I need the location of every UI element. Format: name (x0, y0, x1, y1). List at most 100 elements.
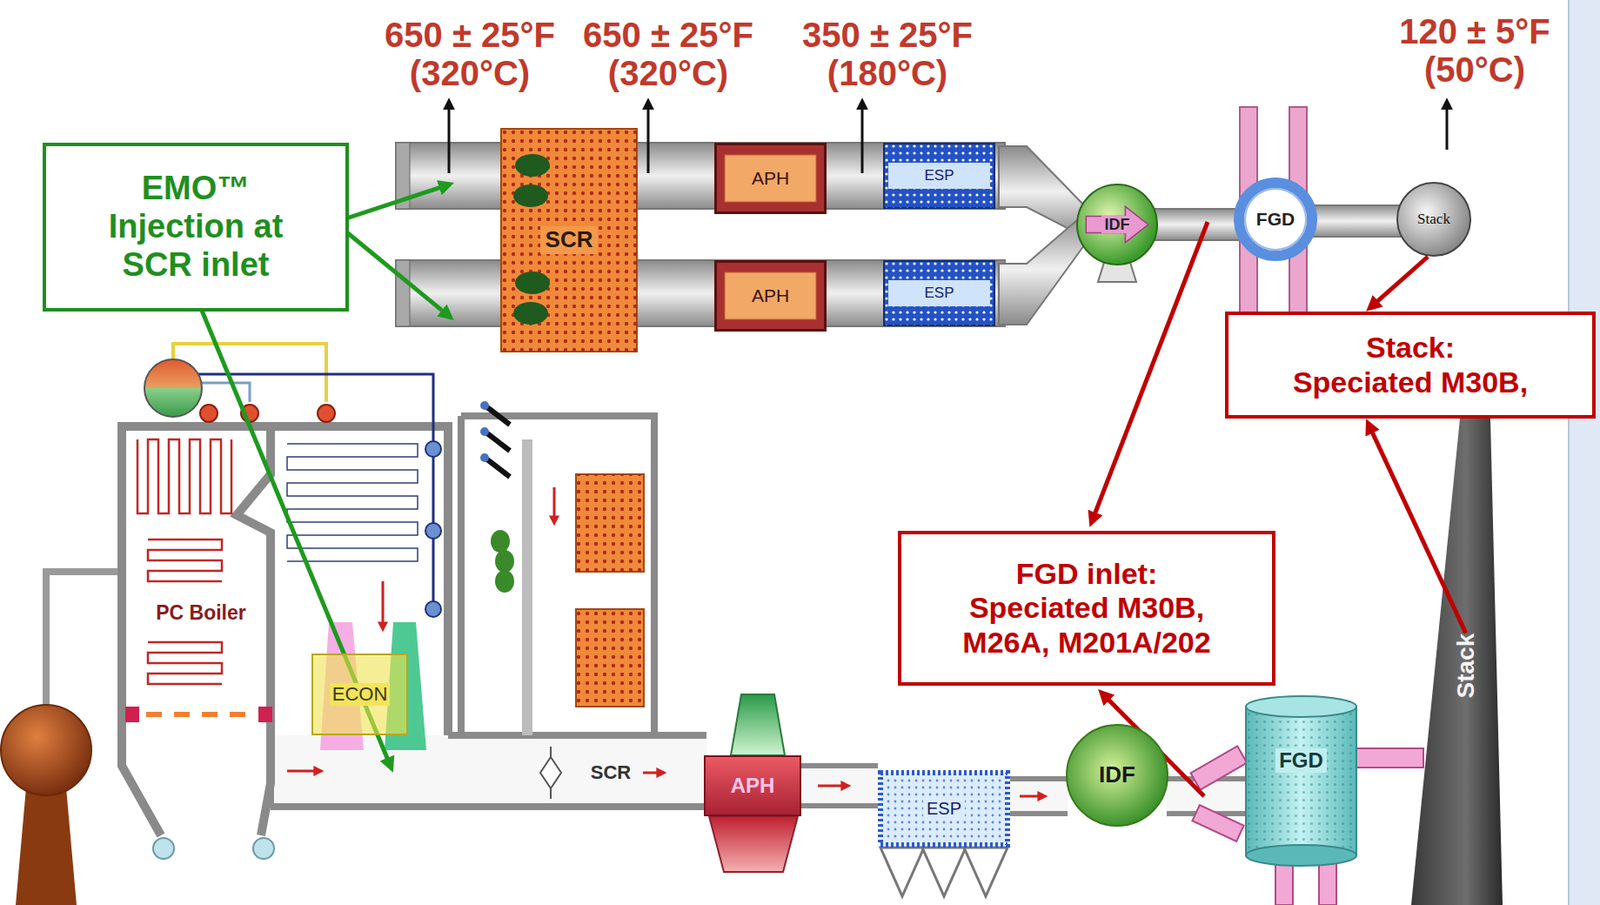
flue-duct (1150, 208, 1241, 241)
precipitator: ESP (883, 260, 996, 327)
scrubber-circle: FGD (1232, 176, 1319, 262)
pipe (1353, 748, 1424, 768)
precipitator-dots (886, 778, 1002, 839)
node-text: ESP (911, 165, 966, 187)
air-preheater: APH (703, 755, 802, 817)
sample-arrow (861, 106, 864, 174)
economizer-tubes (287, 443, 418, 562)
sample-arrow (647, 106, 650, 174)
leader-arrow (343, 229, 446, 314)
lance-port (480, 453, 489, 462)
mill-stand (15, 787, 77, 905)
burner (125, 706, 140, 723)
node-text: SCR (540, 226, 599, 255)
preheater-body (716, 144, 826, 214)
mixer (515, 271, 550, 295)
tower-body (1245, 706, 1357, 856)
tower-top (1245, 696, 1357, 717)
precipitator-band (888, 162, 991, 189)
steam-drum (144, 359, 202, 417)
node-text: Speciated M30B, M26A, M201A/202 (947, 590, 1226, 659)
node-text: ECON (329, 682, 391, 705)
precipitator-band (888, 280, 991, 307)
callout-box: Stack:Speciated M30B, (1225, 311, 1596, 419)
node-text: APH (730, 773, 776, 798)
tower-dots (1245, 706, 1357, 856)
chimney (1411, 418, 1503, 905)
page-band-edge (1567, 0, 1570, 905)
chimney-label-area: Stack (1452, 633, 1480, 699)
node-text: EMO™ Injection at SCR inlet (87, 169, 305, 284)
fan-housing (1066, 724, 1168, 826)
backpass-wall (443, 426, 453, 736)
node-text: IDF (1101, 215, 1134, 235)
flue-duct-wall (801, 765, 878, 806)
lance-port (480, 427, 489, 436)
lance-port (480, 401, 489, 410)
fan-housing (1077, 184, 1158, 265)
scr-divider (522, 439, 533, 736)
furnace-wall (236, 430, 271, 836)
air-preheater: APH (714, 260, 827, 332)
flow-arrow (381, 581, 385, 625)
callout-box: EMO™ Injection at SCR inlet (42, 142, 349, 312)
node-text: Stack: (1365, 330, 1455, 365)
node-text: FGD inlet: (1016, 556, 1158, 591)
catalyst-layer (575, 474, 644, 572)
ash-hopper (880, 847, 924, 897)
boiler-label-area: PC Boiler (141, 596, 261, 629)
node-text: APH (734, 281, 807, 310)
damper (540, 756, 562, 789)
furnace-wall (121, 426, 161, 836)
boiler-roof (117, 421, 453, 431)
header (317, 404, 335, 422)
superheater-coil (137, 439, 232, 514)
precipitator-body (883, 143, 995, 208)
scrubber-inner (1245, 188, 1306, 250)
flue-duct (395, 260, 1005, 327)
catalyst-layer (575, 609, 644, 707)
coal-pipe (46, 571, 121, 707)
duct-label: SCR (578, 762, 643, 784)
temperature-label: 650 ± 25°F (320°C) (374, 15, 566, 93)
page-band (1568, 0, 1600, 905)
flow-arrow (817, 784, 844, 788)
flow-arrow (1019, 795, 1041, 798)
temperature-label: 350 ± 25°F (180°C) (791, 15, 984, 93)
air-hood (730, 694, 785, 756)
preheater-body (716, 261, 826, 331)
tower-bottom (1245, 844, 1357, 866)
node-text: APH (734, 164, 807, 193)
node-text: FGD (1256, 208, 1295, 230)
mixer (490, 529, 510, 553)
flue-duct (1010, 778, 1068, 814)
precipitator-body (880, 772, 1008, 845)
burner (258, 706, 273, 723)
node-outline (1245, 694, 1358, 868)
node-text: PC Boiler (153, 601, 249, 624)
temperature-label: 650 ± 25°F (320°C) (572, 15, 764, 93)
flue-duct (395, 142, 1005, 209)
downcomer (201, 382, 250, 402)
preheater-core (724, 154, 817, 202)
precipitator-body (883, 261, 995, 326)
node-text: Stack (1417, 210, 1451, 228)
flue-duct (1310, 205, 1403, 237)
callout-connector (1370, 428, 1466, 634)
sample-arrow (1446, 106, 1449, 150)
node-text: ESP (923, 798, 965, 819)
header (425, 601, 442, 617)
fan-circle: IDF (1065, 723, 1169, 827)
mixer (515, 153, 550, 177)
callout-connector (1374, 256, 1429, 304)
duct-end (395, 260, 410, 327)
fan-circle: IDF (1076, 183, 1159, 266)
stack-circle: Stack (1396, 181, 1472, 257)
node-text: ESP (911, 282, 966, 304)
precipitator: ESP (877, 769, 1011, 848)
preheater-core (724, 272, 817, 320)
reactor-body (501, 128, 637, 352)
flue-duct-wall (1010, 778, 1068, 814)
